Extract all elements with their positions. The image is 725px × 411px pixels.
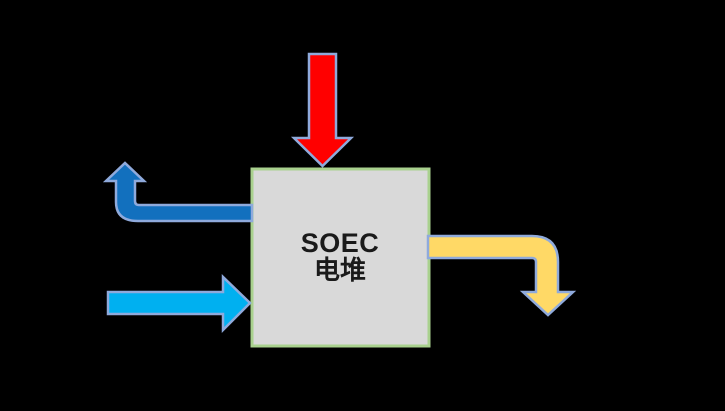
soec-stack-box <box>250 167 431 348</box>
soec-stack-label-line1: SOEC <box>301 228 380 258</box>
soec-stack-label-line2: 电堆 <box>314 255 366 285</box>
upper-left-outflow-bent-arrow-icon <box>102 161 254 223</box>
lower-right-outflow-bent-arrow-icon <box>426 234 577 317</box>
top-inflow-arrow-down-icon <box>290 52 355 168</box>
left-inflow-arrow-right-icon <box>106 274 252 334</box>
